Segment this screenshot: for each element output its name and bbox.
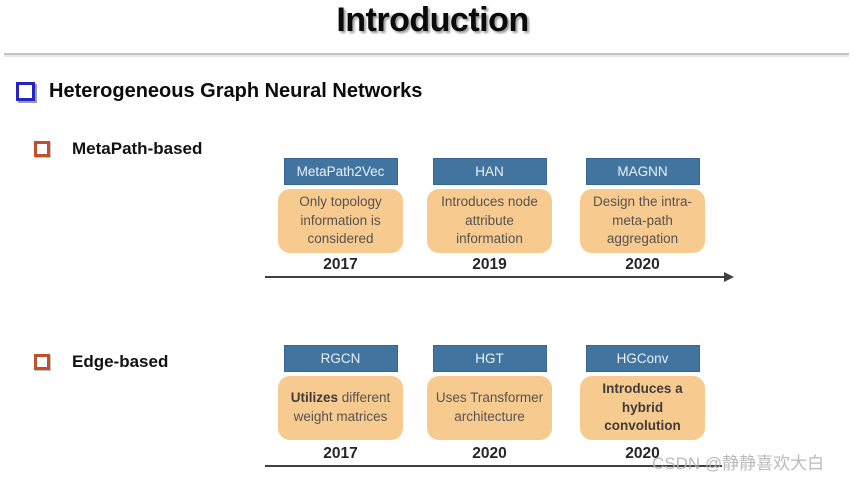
heading-row: Heterogeneous Graph Neural Networks — [16, 80, 422, 103]
edge-label: Edge-based — [72, 352, 169, 371]
square-bullet-icon — [34, 141, 50, 157]
metapath-label: MetaPath-based — [72, 139, 203, 158]
edge-label-row: Edge-based — [34, 352, 168, 372]
timeline-item-han: HAN Introduces node attribute informatio… — [427, 158, 552, 253]
model-desc-text: Introduces a hybrid convolution — [602, 381, 683, 434]
model-desc-text: Utilizes different weight matrices — [281, 389, 400, 426]
model-name-box: MetaPath2Vec — [283, 158, 398, 185]
model-name-box: RGCN — [283, 345, 398, 372]
timeline-axis-arrow — [265, 272, 734, 282]
timeline-year: 2019 — [472, 256, 507, 273]
model-desc-box: Introduces node attribute information — [427, 189, 552, 253]
model-name-box: HAN — [432, 158, 547, 185]
model-desc-text: Introduces node attribute information — [441, 194, 538, 247]
timeline-year: 2020 — [625, 256, 660, 273]
title-divider — [4, 53, 849, 55]
model-desc-text: Only topology information is considered — [299, 194, 382, 247]
timeline-item-magnn: MAGNN Design the intra-meta-path aggrega… — [580, 158, 705, 253]
desc-bold-part: Utilizes — [290, 390, 338, 406]
timeline-item-hgt: HGT Uses Transformer architecture — [427, 345, 552, 440]
timeline-year: 2020 — [472, 445, 507, 462]
desc-rest-part: different weight matrices — [293, 390, 391, 424]
section-heading: Heterogeneous Graph Neural Networks — [49, 80, 423, 102]
timeline-year: 2017 — [323, 445, 358, 462]
metapath-label-row: MetaPath-based — [34, 139, 202, 159]
model-name-box: HGConv — [585, 345, 700, 372]
slide-title: Introduction — [336, 1, 529, 39]
square-bullet-icon — [16, 82, 35, 101]
square-bullet-icon — [34, 354, 50, 370]
timeline-item-hgconv: HGConv Introduces a hybrid convolution — [580, 345, 705, 440]
timeline-item-rgcn: RGCN Utilizes different weight matrices — [278, 345, 403, 440]
model-desc-box: Utilizes different weight matrices — [278, 376, 403, 440]
model-name-box: MAGNN — [585, 158, 700, 185]
model-desc-text: Design the intra-meta-path aggregation — [592, 194, 693, 247]
model-desc-box: Introduces a hybrid convolution — [580, 376, 705, 440]
timeline-year: 2020 — [625, 445, 660, 462]
csdn-watermark: CSDN @静静喜欢大白 — [652, 454, 825, 473]
model-name-box: HGT — [432, 345, 547, 372]
model-desc-text: Uses Transformer architecture — [435, 390, 544, 424]
model-desc-box: Design the intra-meta-path aggregation — [580, 189, 705, 253]
timeline-item-metapath2vec: MetaPath2Vec Only topology information i… — [278, 158, 403, 253]
model-desc-box: Only topology information is considered — [278, 189, 403, 253]
timeline-year: 2017 — [323, 256, 358, 273]
model-desc-box: Uses Transformer architecture — [427, 376, 552, 440]
timeline-axis — [265, 465, 722, 467]
